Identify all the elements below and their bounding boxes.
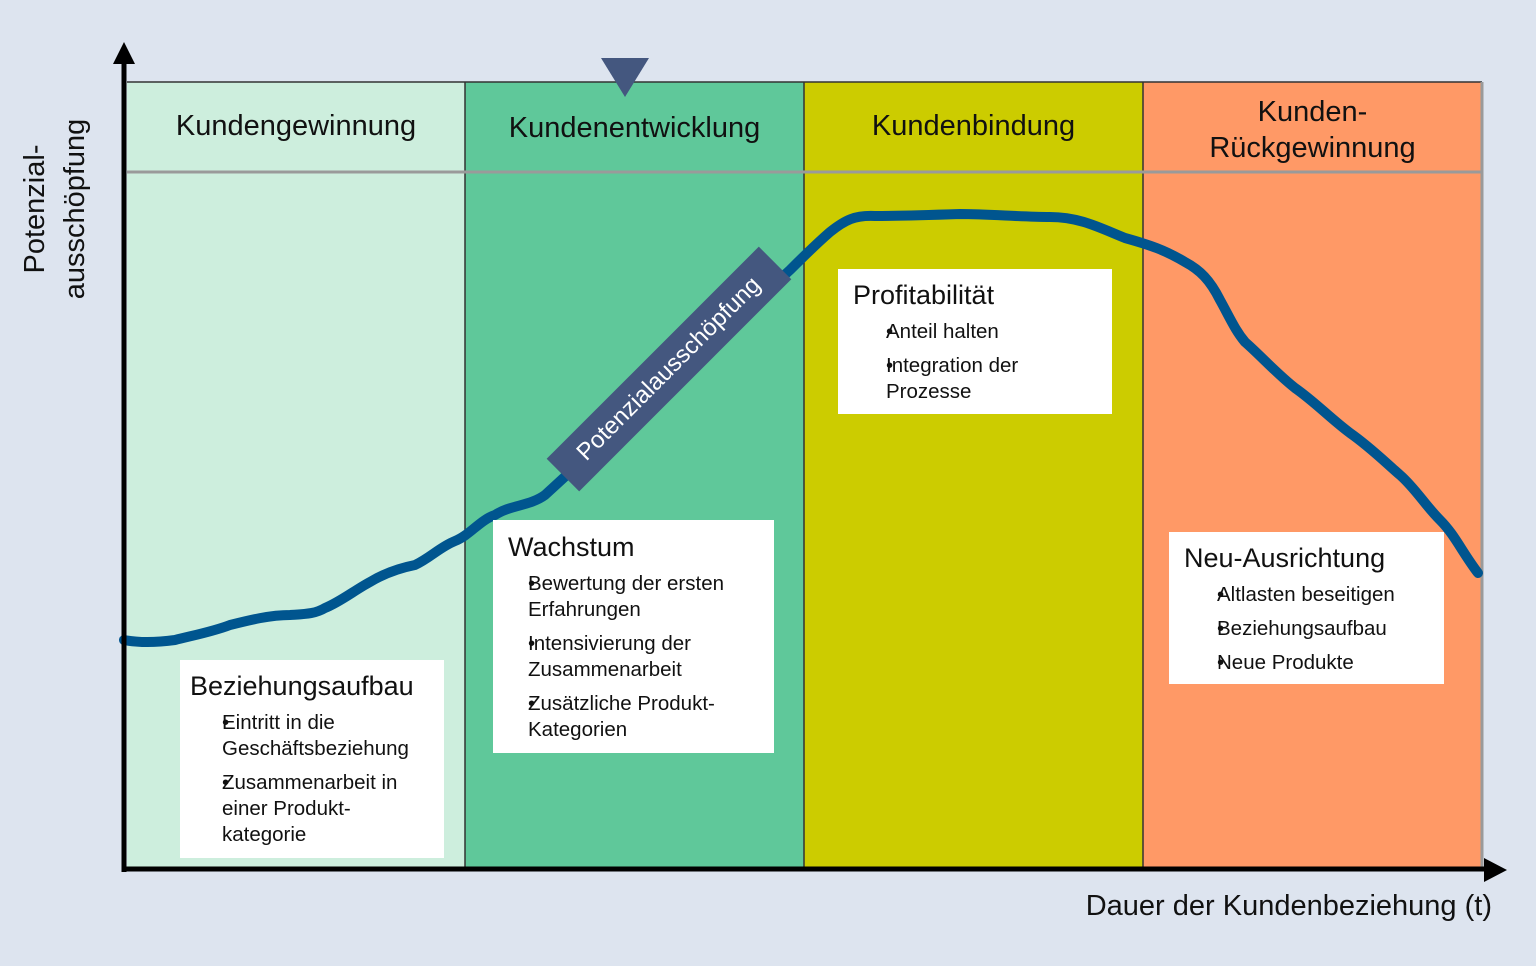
list-item: Eintritt in die Geschäftsbeziehung: [190, 710, 434, 762]
box-neuausrichtung: Neu-Ausrichtung Altlasten beseitigen Bez…: [1169, 532, 1444, 684]
list-item: Zusätzliche Produkt-Kategorien: [508, 691, 760, 743]
phase-band-kunden-rueckgewinnung: [1143, 82, 1482, 869]
box-wachstum: Wachstum Bewertung der ersten Erfahrunge…: [493, 520, 774, 753]
y-axis-arrowhead: [113, 42, 135, 64]
list-item: Intensivierung der Zusammenarbeit: [508, 631, 760, 683]
box-title: Beziehungsaufbau: [190, 671, 414, 701]
phase-marker-triangle: [601, 58, 649, 97]
box-profitabilitaet: Profitabilität Anteil halten Integration…: [838, 269, 1112, 414]
box-title: Wachstum: [508, 532, 635, 562]
x-axis-arrowhead: [1484, 858, 1507, 882]
bullet-list: Anteil halten Integration der Prozesse: [853, 319, 1100, 405]
list-item: Neue Produkte: [1184, 650, 1432, 676]
bullet-list: Bewertung der ersten Erfahrungen Intensi…: [508, 571, 760, 743]
phase-band-kundenbindung: [804, 82, 1143, 869]
x-axis-label: Dauer der Kundenbeziehung (t): [1085, 890, 1492, 922]
phase-dividers: [127, 81, 1482, 869]
box-title: Neu-Ausrichtung: [1184, 543, 1386, 573]
potential-curve: [119, 209, 1483, 647]
box-title: Profitabilität: [853, 280, 995, 310]
list-item: Anteil halten: [853, 319, 1100, 345]
list-item: Beziehungsaufbau: [1184, 616, 1432, 642]
phase-title-kundenbindung: Kundenbindung: [871, 110, 1076, 142]
phase-title-kunden-rueckgewinnung: Kunden- Rückgewinnung: [1209, 96, 1416, 164]
box-beziehungsaufbau: Beziehungsaufbau Eintritt in die Geschäf…: [180, 660, 444, 858]
list-item: Integration der Prozesse: [853, 353, 1100, 405]
list-item: Zusammenarbeit in einer Produkt-kategori…: [190, 770, 434, 848]
bullet-list: Altlasten beseitigen Beziehungsaufbau Ne…: [1184, 582, 1432, 676]
phase-title-kundenentwicklung: Kundenentwicklung: [508, 112, 761, 144]
y-axis-label-text: Potenzial- ausschöpfung: [19, 118, 91, 300]
phase-title-kundengewinnung: Kundengewinnung: [175, 110, 417, 142]
bullet-list: Eintritt in die Geschäftsbeziehung Zusam…: [190, 710, 434, 848]
y-axis-label: Potenzial- ausschöpfung: [15, 100, 95, 318]
list-item: Altlasten beseitigen: [1184, 582, 1432, 608]
list-item: Bewertung der ersten Erfahrungen: [508, 571, 760, 623]
